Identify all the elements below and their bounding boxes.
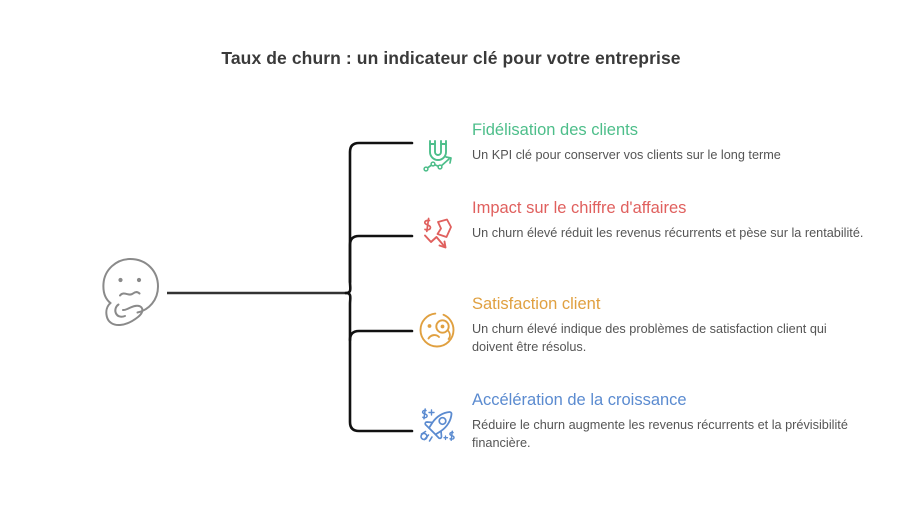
magnet-growth-chart-icon — [412, 120, 464, 177]
branch-description: Un churn élevé réduit les revenus récurr… — [472, 226, 864, 240]
branch-item-impact-chiffre-affaires[interactable]: Impact sur le chiffre d'affaires Un chur… — [412, 198, 890, 255]
branch-item-satisfaction-client[interactable]: Satisfaction client Un churn élevé indiq… — [412, 294, 890, 356]
branch-description: Un KPI clé pour conserver vos clients su… — [472, 148, 781, 162]
branch-text-group: Satisfaction client Un churn élevé indiq… — [464, 294, 890, 356]
branch-heading: Accélération de la croissance — [472, 391, 687, 409]
branch-heading: Impact sur le chiffre d'affaires — [472, 199, 687, 217]
branch-heading: Satisfaction client — [472, 295, 601, 313]
branch-item-acceleration-croissance[interactable]: Accélération de la croissance Réduire le… — [412, 390, 890, 452]
money-down-arrow-icon — [412, 198, 464, 255]
unhappy-face-monocle-icon — [412, 294, 464, 351]
page-title: Taux de churn : un indicateur clé pour v… — [221, 48, 681, 68]
rocket-money-growth-icon — [412, 390, 464, 447]
root-node-thinking-face — [92, 252, 170, 330]
branch-description: Un churn élevé indique des problèmes de … — [472, 322, 827, 354]
branch-text-group: Accélération de la croissance Réduire le… — [464, 390, 890, 452]
branch-text-group: Impact sur le chiffre d'affaires Un chur… — [464, 198, 890, 243]
branch-text-group: Fidélisation des clients Un KPI clé pour… — [464, 120, 890, 165]
branch-description: Réduire le churn augmente les revenus ré… — [472, 418, 848, 450]
branch-heading: Fidélisation des clients — [472, 121, 638, 139]
thinking-face-icon — [102, 258, 160, 327]
branch-item-fidelisation[interactable]: Fidélisation des clients Un KPI clé pour… — [412, 120, 890, 177]
